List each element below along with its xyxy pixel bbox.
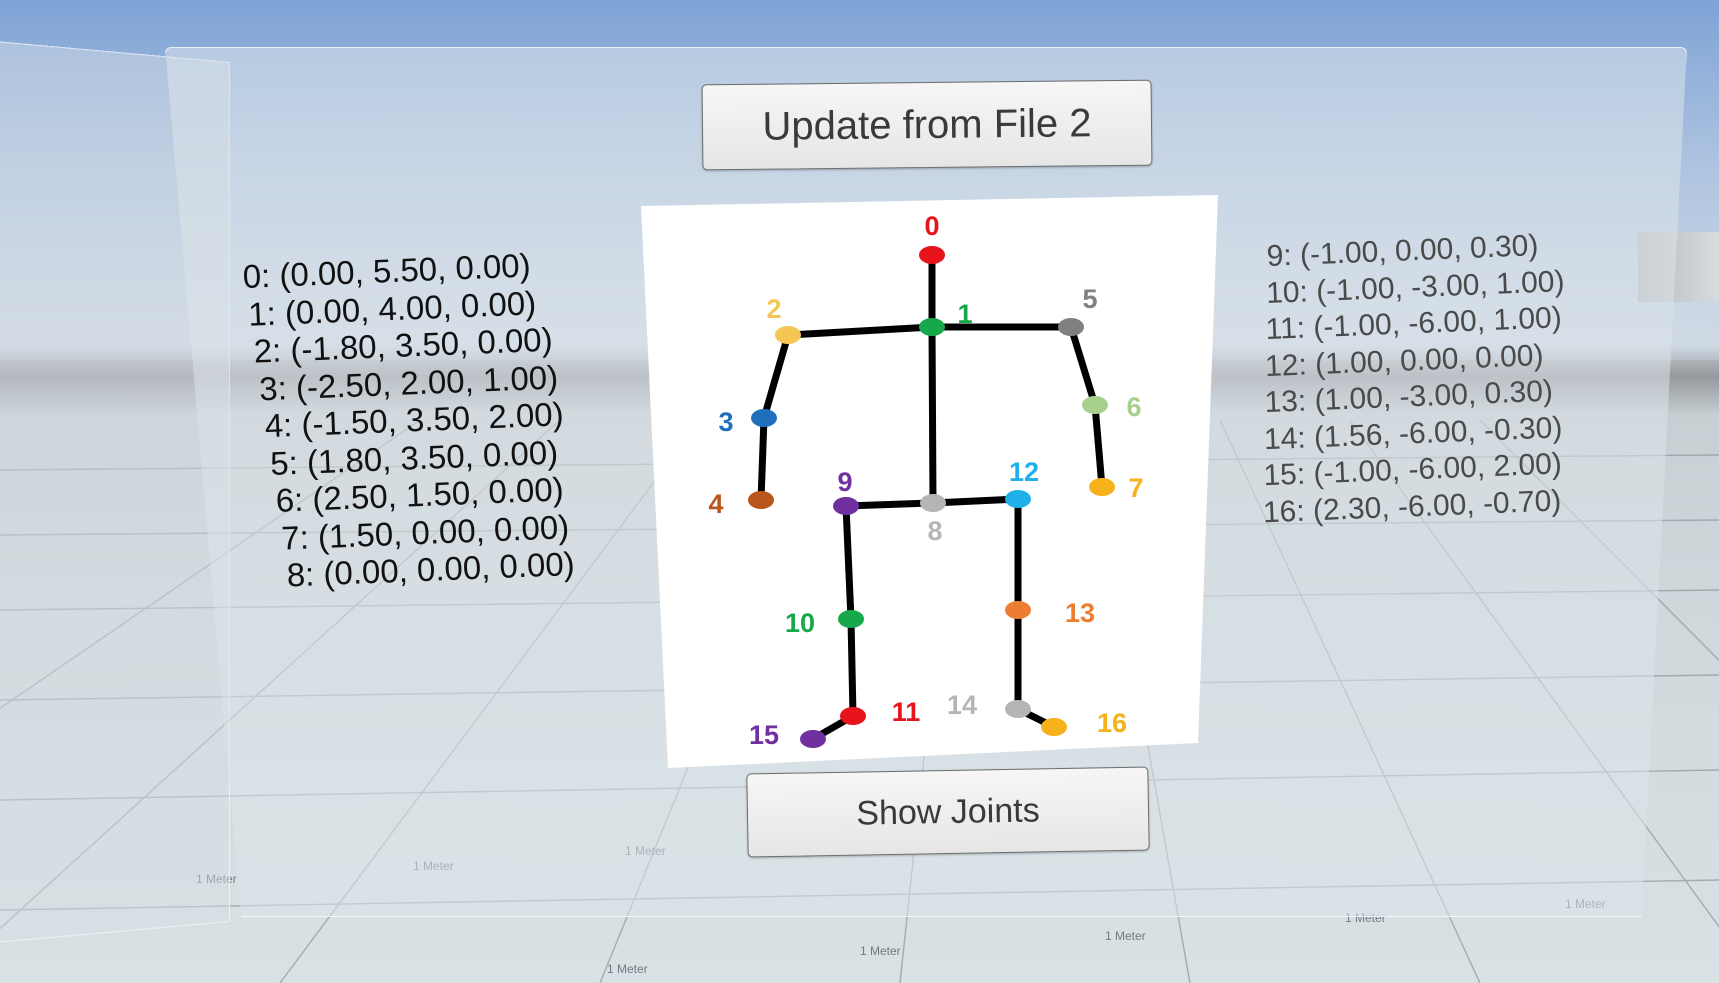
skeleton-joint-3 (751, 409, 777, 427)
skeleton-joint-label: 14 (947, 690, 977, 720)
skeleton-bone (760, 331, 792, 422)
skeleton-joint-11 (840, 707, 866, 725)
skeleton-joint-label: 0 (924, 211, 939, 241)
skeleton-joint-label: 16 (1097, 708, 1127, 738)
skeleton-bone (929, 495, 1022, 507)
skeleton-joint-label: 15 (749, 720, 779, 750)
skeleton-joint-14 (1005, 700, 1031, 718)
skeleton-joint-8 (920, 494, 946, 512)
skeleton-joint-label: 9 (837, 467, 852, 497)
skeleton-joint-label: 1 (957, 299, 972, 329)
skeleton-joint-5 (1058, 318, 1084, 336)
grid-label: 1 Meter (607, 962, 648, 976)
skeleton-joint-15 (800, 730, 826, 748)
skeleton-bone (784, 323, 936, 339)
grid-label: 1 Meter (196, 872, 237, 886)
skeleton-joint-label: 3 (718, 407, 733, 437)
skeleton-bone (1091, 401, 1106, 491)
skeleton-joint-label: 5 (1082, 284, 1097, 314)
skeleton-joint-16 (1041, 718, 1067, 736)
skeleton-joint-0 (919, 246, 945, 264)
skeleton-bone (928, 323, 937, 507)
skeleton-bone (842, 502, 855, 623)
skeleton-bone (1067, 323, 1099, 409)
grid-label: 1 Meter (1105, 929, 1146, 943)
skeleton-joint-label: 2 (766, 294, 781, 324)
skeleton-joint-6 (1082, 396, 1108, 414)
update-from-file-button[interactable]: Update from File 2 (701, 79, 1153, 171)
joint-coordinates-left: 0: (0.00, 5.50, 0.00) 1: (0.00, 4.00, 0.… (242, 245, 575, 595)
skeleton-joint-10 (838, 610, 864, 628)
skeleton-joint-label: 7 (1128, 473, 1143, 503)
skeleton-bone (847, 615, 857, 720)
show-joints-button[interactable]: Show Joints (746, 766, 1150, 858)
skeleton-joint-label: 10 (785, 608, 815, 638)
grid-label: 1 Meter (860, 944, 901, 958)
skeleton-joint-9 (833, 497, 859, 515)
skeleton-joint-12 (1005, 490, 1031, 508)
skeleton-joint-label: 11 (892, 697, 921, 727)
skeleton-joint-4 (748, 491, 774, 509)
skeleton-joint-7 (1089, 478, 1115, 496)
skeleton-joint-label: 4 (708, 489, 723, 519)
skeleton-joint-13 (1005, 601, 1031, 619)
skeleton-bone (757, 414, 768, 504)
skeleton-joint-label: 13 (1065, 598, 1095, 628)
skeleton-bone (842, 499, 937, 510)
skeleton-joint-label: 8 (927, 516, 942, 546)
skeleton-joint-label: 12 (1009, 457, 1039, 487)
skeleton-joint-1 (919, 318, 945, 336)
joint-coordinates-right: 9: (-1.00, 0.00, 0.30) 10: (-1.00, -3.00… (1262, 227, 1574, 531)
skeleton-joint-label: 6 (1126, 392, 1141, 422)
skeleton-joint-2 (775, 326, 801, 344)
